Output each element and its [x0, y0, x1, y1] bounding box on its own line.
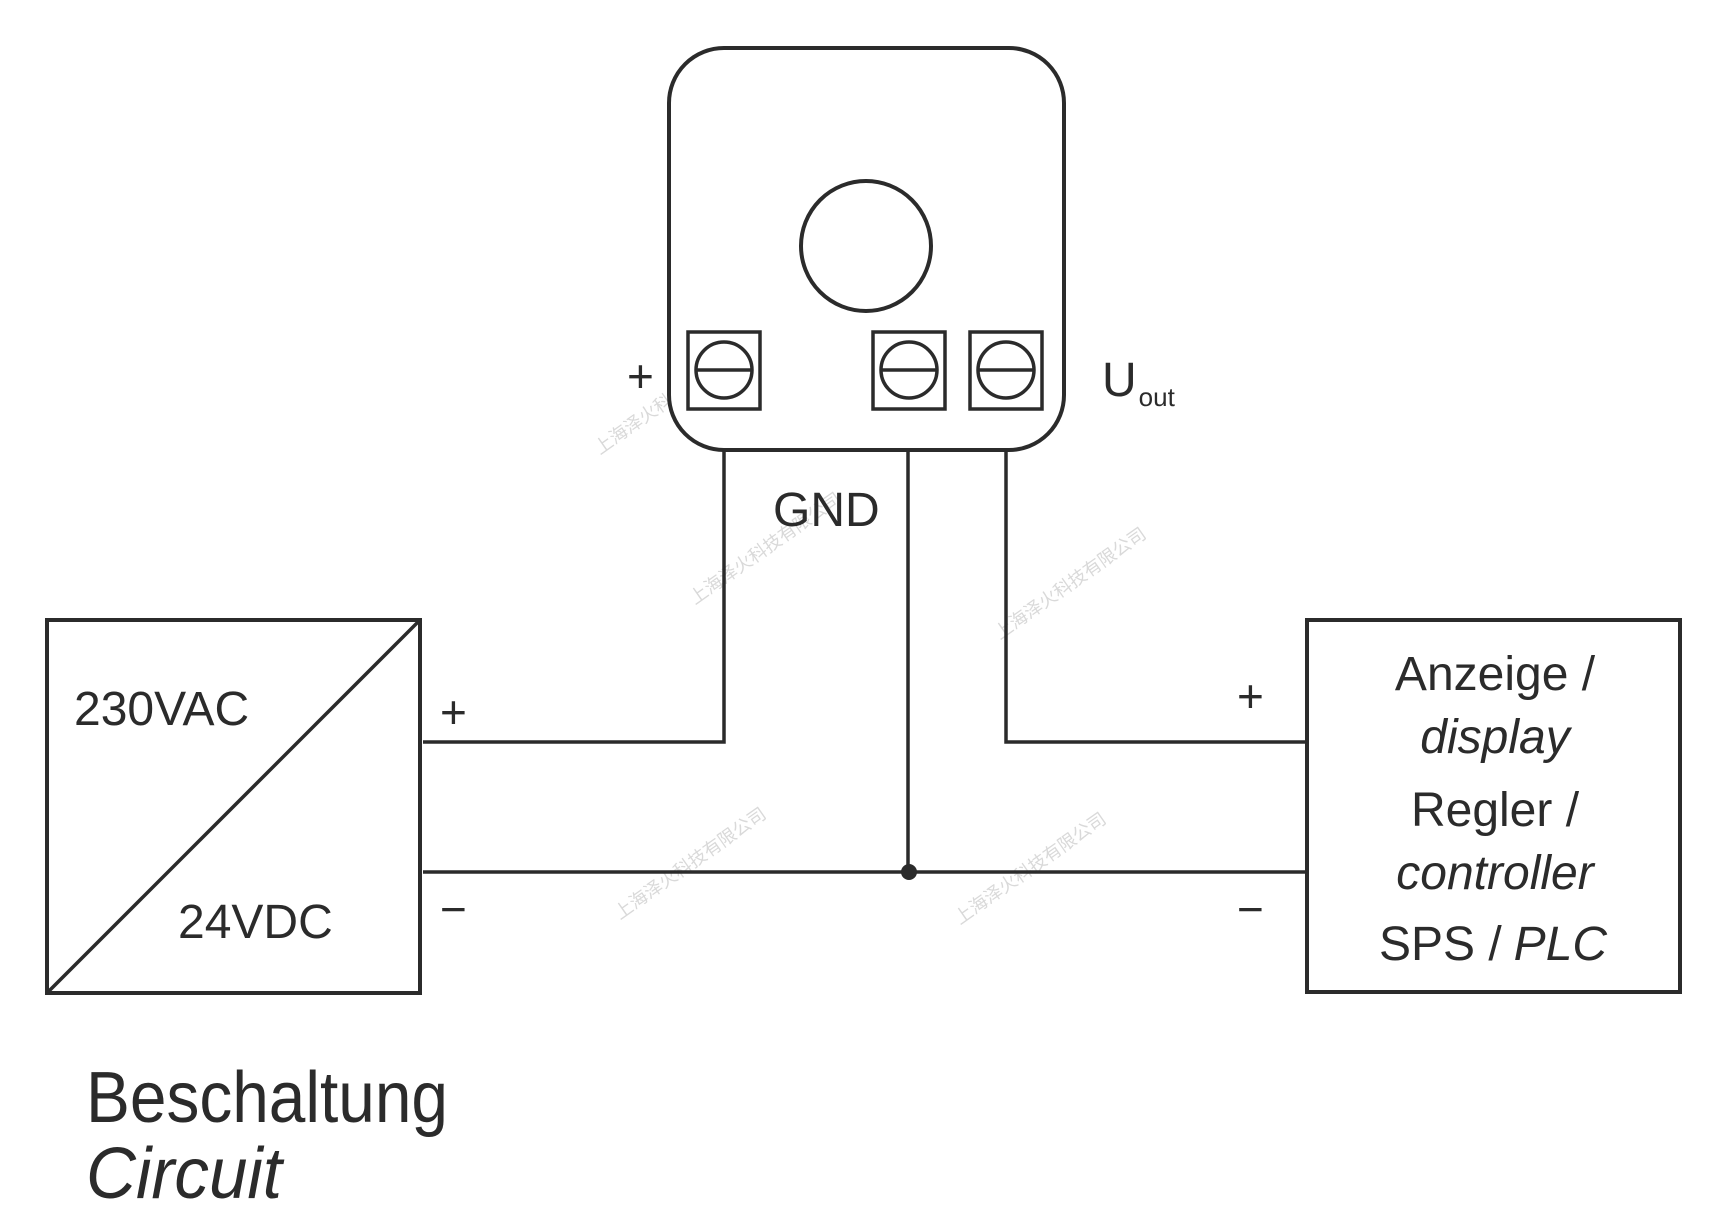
- wire-plus-supply: [423, 405, 726, 744]
- receiver-sps: SPS /: [1379, 918, 1502, 971]
- caption: Beschaltung Circuit: [86, 1058, 448, 1214]
- junction-dot: [901, 864, 917, 880]
- sensor-housing: + Uout GND: [627, 46, 1176, 537]
- output-label-main: U: [1102, 354, 1137, 407]
- supply-minus-label: −: [440, 883, 467, 935]
- receiver-line-sps-plc: SPS /PLC: [1379, 918, 1607, 971]
- receiver-device: + − Anzeige / display Regler / controlle…: [1237, 618, 1682, 994]
- wiring: [423, 405, 1307, 880]
- converter-diagonal: [47, 620, 420, 993]
- receiver-minus-label: −: [1237, 883, 1264, 935]
- caption-subtitle: Circuit: [86, 1134, 285, 1214]
- receiver-plus-label: +: [1237, 670, 1264, 722]
- input-voltage-label: 230VAC: [74, 683, 249, 736]
- receiver-line-display: display: [1420, 711, 1572, 764]
- sensor-plus-label: +: [627, 350, 654, 402]
- terminal-gnd: [871, 330, 947, 411]
- output-label: Uout: [1102, 354, 1176, 412]
- output-voltage-label: 24VDC: [178, 896, 333, 949]
- sensor-hole: [799, 179, 933, 313]
- watermark-text: 上海泽火科技有限公司: [611, 804, 770, 924]
- caption-title: Beschaltung: [86, 1058, 448, 1138]
- receiver-box: [1305, 618, 1682, 994]
- receiver-line-anzeige: Anzeige /: [1395, 648, 1596, 701]
- output-label-subscript: out: [1139, 382, 1176, 412]
- terminal-output: [968, 330, 1044, 411]
- supply-plus-label: +: [440, 686, 467, 738]
- power-supply: 230VAC 24VDC + −: [45, 618, 467, 995]
- receiver-line-regler: Regler /: [1411, 784, 1580, 837]
- receiver-plc: PLC: [1514, 918, 1608, 971]
- watermark-text: 上海泽火科技有限公司: [951, 809, 1110, 929]
- terminal-plus: [686, 330, 762, 411]
- wire-output-signal: [1004, 405, 1307, 744]
- gnd-label: GND: [773, 484, 880, 537]
- watermark-text: 上海泽火科技有限公司: [991, 524, 1150, 644]
- receiver-line-controller: controller: [1396, 847, 1595, 900]
